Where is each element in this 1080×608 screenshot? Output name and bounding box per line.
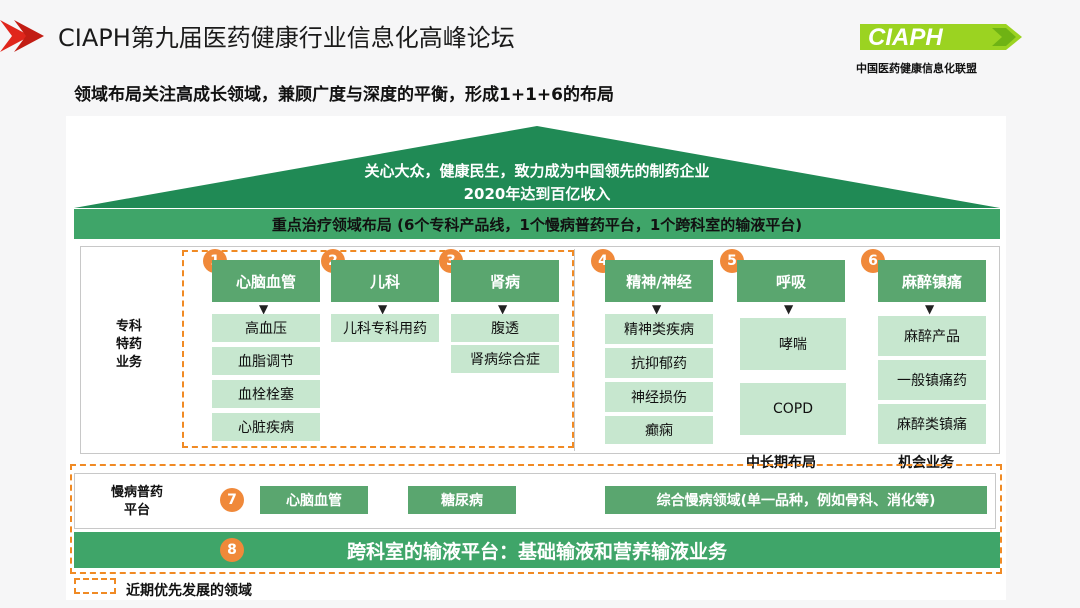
arrow-down-icon: ▼ bbox=[652, 302, 662, 316]
red-arrow-icon bbox=[0, 20, 44, 52]
chronic-item-general: 综合慢病领域(单一品种，例如骨科、消化等) bbox=[605, 486, 987, 514]
item-cardio-1: 高血压 bbox=[212, 314, 320, 342]
item-pediatrics-1: 儿科专科用药 bbox=[331, 314, 439, 342]
item-neuro-4: 癫痫 bbox=[605, 416, 713, 444]
item-cardio-3: 血栓栓塞 bbox=[212, 380, 320, 408]
arrow-down-icon: ▼ bbox=[378, 302, 388, 316]
item-respiratory-2: COPD bbox=[740, 383, 846, 435]
divider bbox=[574, 249, 575, 451]
number-badge-8: 8 bbox=[220, 538, 244, 562]
column-header-cardio: 心脑血管 bbox=[212, 260, 320, 302]
chronic-item-diabetes: 糖尿病 bbox=[408, 486, 516, 514]
arrow-down-icon: ▼ bbox=[784, 302, 794, 316]
roof-line-2: 2020年达到百亿收入 bbox=[463, 185, 611, 203]
ciaph-logo: CIAPH bbox=[860, 24, 1022, 51]
item-cardio-4: 心脏疾病 bbox=[212, 413, 320, 441]
roof-shape bbox=[74, 126, 1000, 208]
priority-dashed-box-lower bbox=[70, 464, 1002, 574]
priority-dashed-box bbox=[182, 250, 574, 448]
layout-bar: 重点治疗领域布局 (6个专科产品线，1个慢病普药平台，1个跨科室的输液平台) bbox=[74, 209, 1000, 239]
infusion-platform: 跨科室的输液平台：基础输液和营养输液业务 bbox=[74, 532, 1000, 568]
item-nephrology-2: 肾病综合症 bbox=[451, 345, 559, 373]
specialty-label: 专科 特药 业务 bbox=[115, 319, 142, 370]
column-header-pediatrics: 儿科 bbox=[331, 260, 439, 302]
chronic-platform bbox=[74, 473, 996, 529]
item-anesthesia-2: 一般镇痛药 bbox=[878, 360, 986, 400]
roof-line-1: 关心大众，健康民生，致力成为中国领先的制药企业 bbox=[364, 162, 710, 180]
legend-dashed-icon bbox=[74, 578, 116, 594]
number-badge-7: 7 bbox=[220, 488, 244, 512]
arrow-down-icon: ▼ bbox=[259, 302, 269, 316]
item-nephrology-1: 腹透 bbox=[451, 314, 559, 342]
column-header-respiratory: 呼吸 bbox=[737, 260, 845, 302]
svg-text:CIAPH: CIAPH bbox=[868, 24, 943, 51]
chronic-label: 慢病普药 平台 bbox=[110, 485, 163, 518]
page-title: CIAPH第九届医药健康行业信息化高峰论坛 bbox=[58, 24, 515, 52]
item-cardio-2: 血脂调节 bbox=[212, 347, 320, 375]
column-header-neuro: 精神/神经 bbox=[605, 260, 713, 302]
slide-subtitle: 领域布局关注高成长领域，兼顾广度与深度的平衡，形成1+1+6的布局 bbox=[74, 85, 614, 105]
item-respiratory-1: 哮喘 bbox=[740, 318, 846, 370]
item-anesthesia-1: 麻醉产品 bbox=[878, 316, 986, 356]
item-neuro-3: 神经损伤 bbox=[605, 382, 713, 412]
arrow-down-icon: ▼ bbox=[925, 302, 935, 316]
legend-label: 近期优先发展的领域 bbox=[126, 583, 252, 599]
logo-subtitle: 中国医药健康信息化联盟 bbox=[856, 62, 977, 75]
item-neuro-2: 抗抑郁药 bbox=[605, 348, 713, 378]
mid-long-term-label: 中长期布局 bbox=[746, 455, 816, 471]
opportunity-label: 机会业务 bbox=[898, 455, 954, 471]
item-anesthesia-3: 麻醉类镇痛 bbox=[878, 404, 986, 444]
column-header-anesthesia: 麻醉镇痛 bbox=[878, 260, 986, 302]
item-neuro-1: 精神类疾病 bbox=[605, 314, 713, 344]
arrow-down-icon: ▼ bbox=[498, 302, 508, 316]
specialty-section bbox=[80, 246, 1000, 454]
chronic-item-cardio: 心脑血管 bbox=[260, 486, 368, 514]
column-header-nephrology: 肾病 bbox=[451, 260, 559, 302]
